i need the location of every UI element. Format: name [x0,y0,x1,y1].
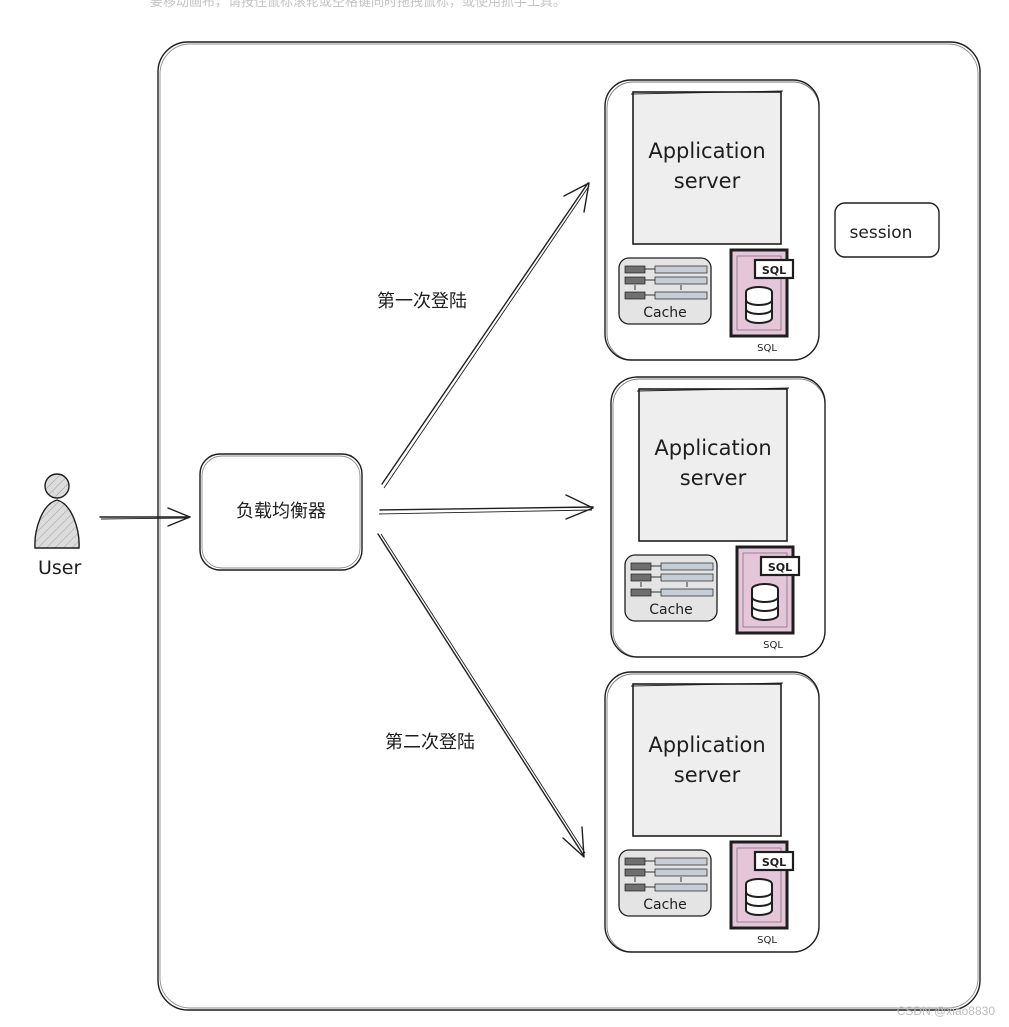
sql-tag-1: SQL [762,264,786,277]
sql-caption-1: SQL [757,343,777,354]
arrow-user-to-lb [99,507,191,527]
session-box [834,202,940,258]
sql-caption-2: SQL [763,640,783,651]
user-icon [34,473,80,549]
canvas-hint-text: 要移动画布，请按住鼠标滚轮或空格键同时拖拽鼠标，或使用抓手工具。 [150,0,567,9]
load-balancer-label: 负载均衡器 [236,501,326,522]
load-balancer-box [199,453,363,571]
arrow-lb-to-server-1 [381,182,590,489]
sql-tag-3: SQL [762,856,786,869]
app-server-node-2: Application server Cache SQL SQL [609,375,827,659]
app-server-title-2: Application [654,436,771,460]
sql-caption-3: SQL [757,935,777,946]
arrow-lb-to-server-2 [378,494,594,520]
second-login-label: 第二次登陆 [385,732,475,753]
cluster-container [157,41,981,1011]
cache-label-3: Cache [643,897,687,913]
cache-label-2: Cache [649,602,693,618]
app-server-subtitle-1: server [674,169,741,193]
app-server-subtitle-2: server [680,466,747,490]
app-server-subtitle-3: server [674,763,741,787]
session-label: session [850,223,913,243]
watermark-text: CSDN @xiao8830 [896,1004,995,1018]
arrow-lb-to-server-3 [377,533,586,858]
app-server-node-3: Application server Cache SQL SQL [603,670,821,954]
app-server-node-1: Application server Cache SQL SQL [603,78,821,362]
cache-label-1: Cache [643,305,687,321]
user-label: User [38,557,81,579]
app-server-title-1: Application [648,139,765,163]
sql-tag-2: SQL [768,561,792,574]
app-server-title-3: Application [648,733,765,757]
first-login-label: 第一次登陆 [377,291,467,312]
